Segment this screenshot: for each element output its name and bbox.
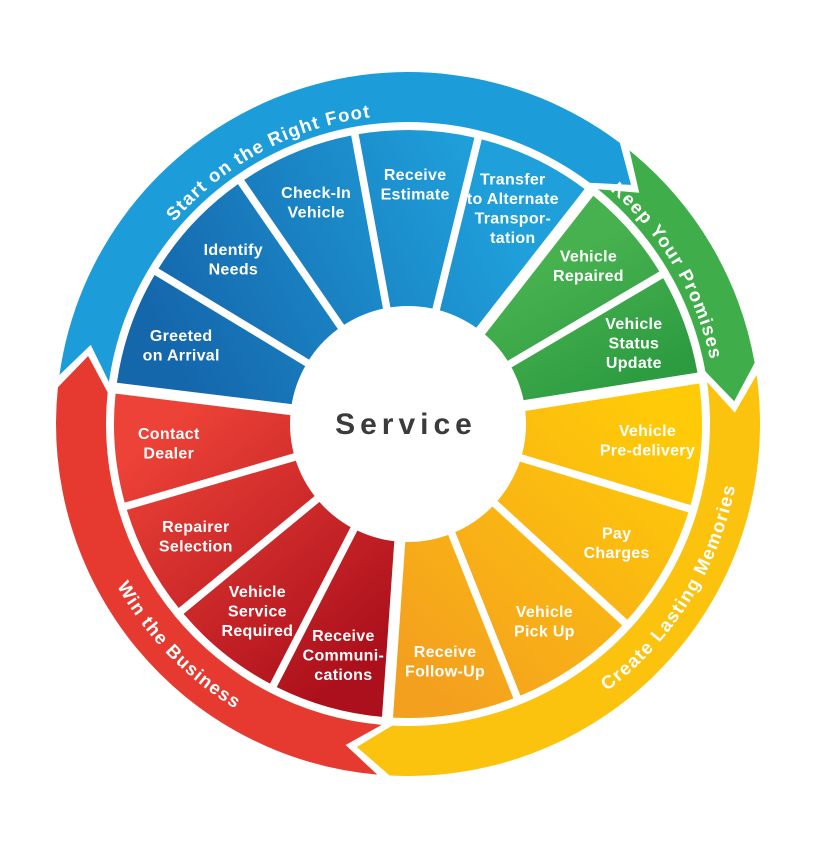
segment-transfer-to-alternate-transportation <box>438 139 585 333</box>
outer-ring-layer <box>56 72 760 777</box>
segment-receive-communications <box>276 525 395 717</box>
segment-pay-charges <box>493 459 689 620</box>
segment-vehicle-repaired <box>481 195 660 364</box>
center-circle <box>290 306 526 542</box>
quadrant-band-start-on-the-right-foot <box>59 72 632 382</box>
segment-receive-estimate <box>358 129 475 315</box>
segment-contact-dealer <box>114 393 300 503</box>
segments-layer <box>114 129 703 719</box>
quadrant-band-keep-your-promises <box>598 150 755 402</box>
segment-repairer-selection <box>126 458 320 609</box>
segment-vehicle-pre-delivery <box>516 383 703 506</box>
quadrant-band-create-lasting-memories <box>356 375 760 777</box>
segment-vehicle-pick-up <box>453 502 623 696</box>
segment-greeted-on-arrival <box>116 274 311 405</box>
segment-receive-follow-up <box>392 529 514 719</box>
quadrant-band-win-the-business <box>56 356 382 775</box>
segment-check-in-vehicle <box>244 135 385 330</box>
segment-vehicle-service-required <box>183 498 354 684</box>
center-service-label: Service <box>335 408 477 441</box>
segment-vehicle-status-update <box>506 278 698 402</box>
segment-identify-needs <box>158 184 342 363</box>
